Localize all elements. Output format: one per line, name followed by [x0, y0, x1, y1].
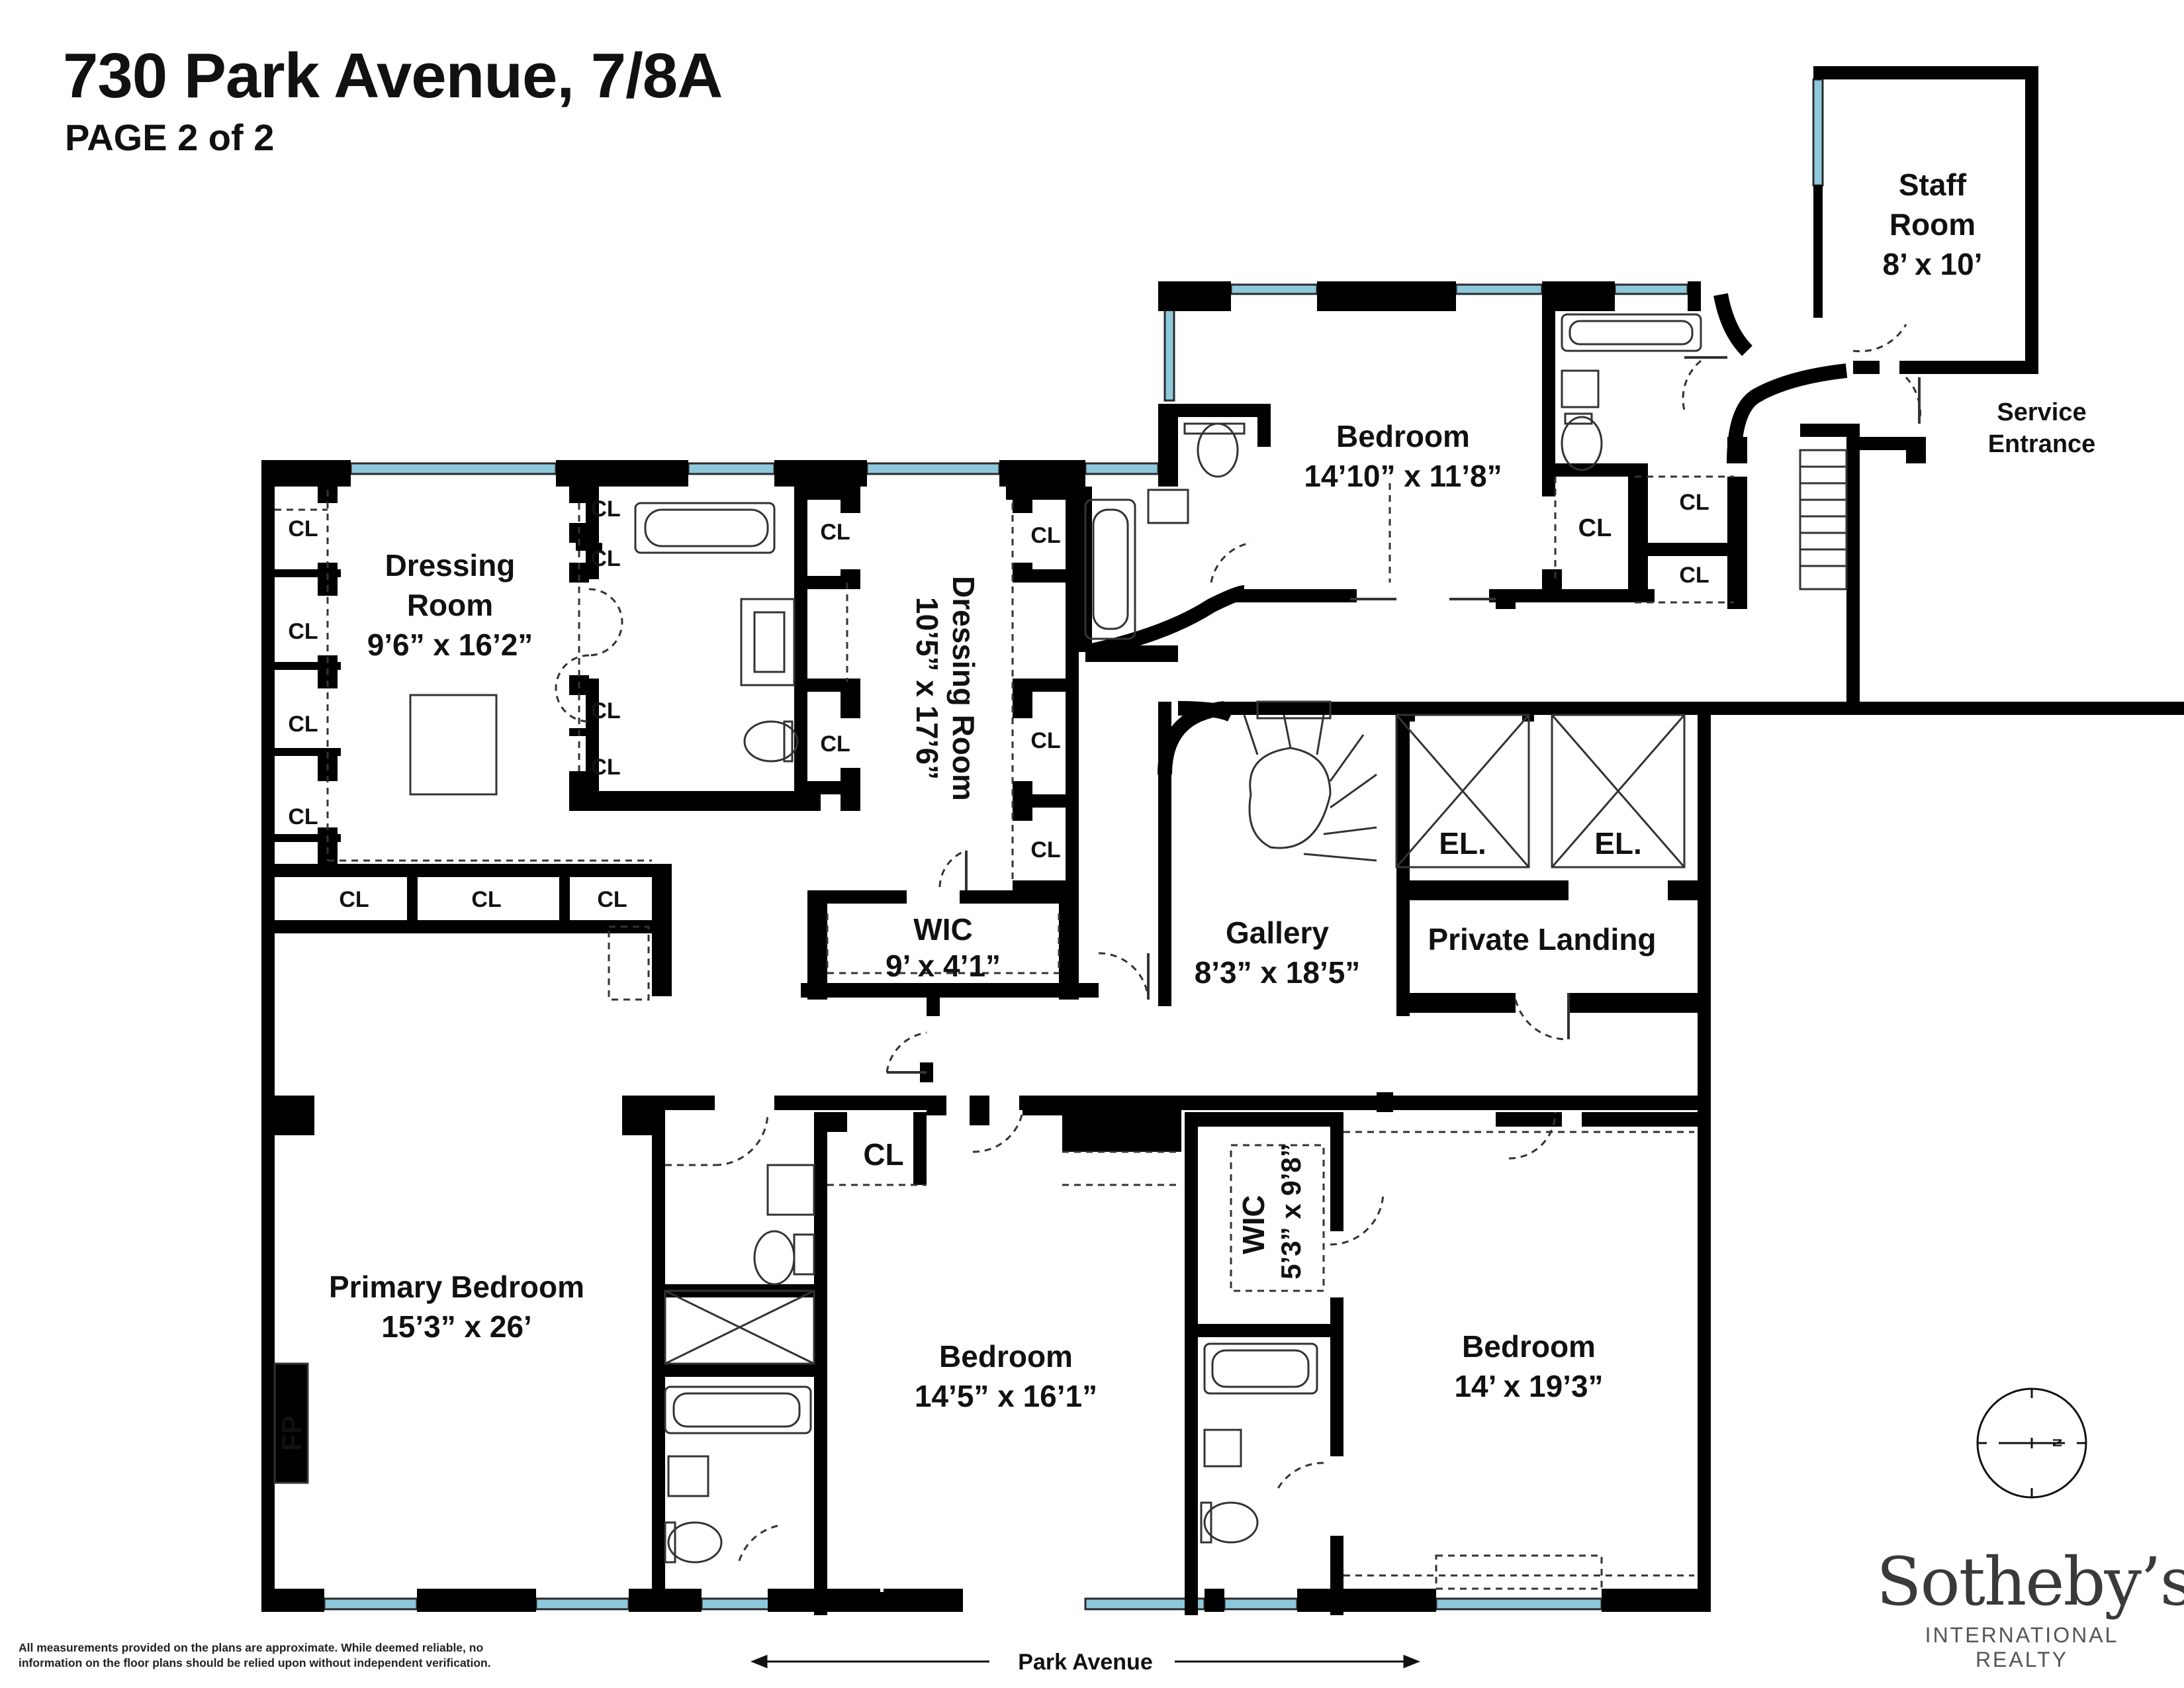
fixtures	[273, 313, 1848, 1564]
plan-title: 730 Park Avenue, 7/8A	[63, 40, 723, 111]
closet-label: CL	[597, 887, 627, 912]
closet-label: CL	[590, 698, 620, 724]
dressing-room-2-dims: 10’5” x 17’6”	[910, 597, 944, 780]
bedroom-middle-dims: 14’5” x 16’1”	[915, 1379, 1097, 1413]
walls	[261, 66, 2184, 1615]
closet-label: CL	[590, 496, 620, 522]
staff-room-name-1: Staff	[1899, 167, 1967, 202]
closet-label: CL	[1578, 514, 1612, 542]
primary-bedroom-name: Primary Bedroom	[329, 1270, 584, 1304]
private-landing-name: Private Landing	[1428, 922, 1656, 957]
primary-bedroom-dims: 15’3” x 26’	[381, 1309, 532, 1344]
dressing-room-1-dims: 9’6” x 16’2”	[367, 628, 533, 662]
street-arrow-icon	[750, 1654, 1421, 1669]
bedroom-middle-name: Bedroom	[939, 1339, 1073, 1374]
closet-label: CL	[1679, 563, 1709, 588]
doors-and-openings	[275, 324, 1921, 1590]
closet-label: CL	[1030, 523, 1060, 548]
closet-label: CL	[1679, 490, 1709, 515]
curved-walls	[1083, 293, 1848, 775]
closet-labels: CL CL CL CL CL CL CL CL CL CL CL CL CL C…	[288, 490, 1709, 1172]
service-entrance-2: Entrance	[1988, 430, 2096, 458]
closet-label: CL	[288, 804, 318, 829]
elevator-2: EL.	[1594, 826, 1642, 861]
door-leaves	[887, 356, 1921, 1074]
closet-label: CL	[863, 1137, 903, 1172]
closet-label: CL	[590, 755, 620, 780]
compass-north-letter: N	[2051, 1438, 2064, 1447]
room-labels: Dressing Room 9’6” x 16’2” Dressing Room…	[276, 167, 2095, 1451]
closet-label: CL	[471, 887, 501, 912]
wic-2-dims: 5’3” x 9’8”	[1275, 1143, 1306, 1279]
brand-tagline: INTERNATIONAL REALTY	[1925, 1623, 2119, 1671]
disclaimer: All measurements provided on the plans a…	[19, 1641, 491, 1669]
gallery-name: Gallery	[1226, 915, 1329, 950]
closet-label: CL	[590, 546, 620, 571]
dressing-room-1-name-2: Room	[407, 588, 493, 622]
dressing-room-2-name: Dressing Room	[946, 576, 981, 801]
street-label: Park Avenue	[1018, 1650, 1152, 1675]
closet-label: CL	[288, 516, 318, 541]
bedroom-east-dims: 14’ x 19’3”	[1454, 1369, 1603, 1403]
bedroom-north-dims: 14’10” x 11’8”	[1304, 459, 1502, 493]
gallery-dims: 8’3” x 18’5”	[1195, 955, 1361, 990]
service-entrance-1: Service	[1997, 399, 2086, 426]
fireplace-label: FP	[276, 1415, 307, 1451]
brand-logo: Sotheby’s INTERNATIONAL REALTY	[1876, 1543, 2184, 1672]
page-indicator: PAGE 2 of 2	[65, 117, 275, 158]
bedroom-east-name: Bedroom	[1462, 1329, 1596, 1364]
compass-icon	[1976, 1387, 2087, 1499]
staff-room-name-2: Room	[1889, 207, 1976, 242]
closet-label: CL	[339, 887, 369, 912]
closet-label: CL	[820, 731, 850, 757]
wic-1-name: WIC	[913, 912, 972, 947]
wic-1-dims: 9’ x 4’1”	[886, 949, 1001, 983]
closet-label: CL	[820, 520, 850, 545]
closet-label: CL	[288, 619, 318, 644]
staff-room-dims: 8’ x 10’	[1883, 247, 1983, 281]
wic-2-name: WIC	[1236, 1195, 1271, 1254]
brand-name: Sotheby’s	[1876, 1543, 2184, 1620]
elevator-1: EL.	[1439, 826, 1486, 861]
closet-label: CL	[288, 712, 318, 737]
closet-label: CL	[1030, 728, 1060, 753]
closet-label: CL	[1030, 837, 1060, 863]
bedroom-north-name: Bedroom	[1336, 419, 1470, 453]
dressing-room-1-name-1: Dressing	[385, 548, 516, 583]
